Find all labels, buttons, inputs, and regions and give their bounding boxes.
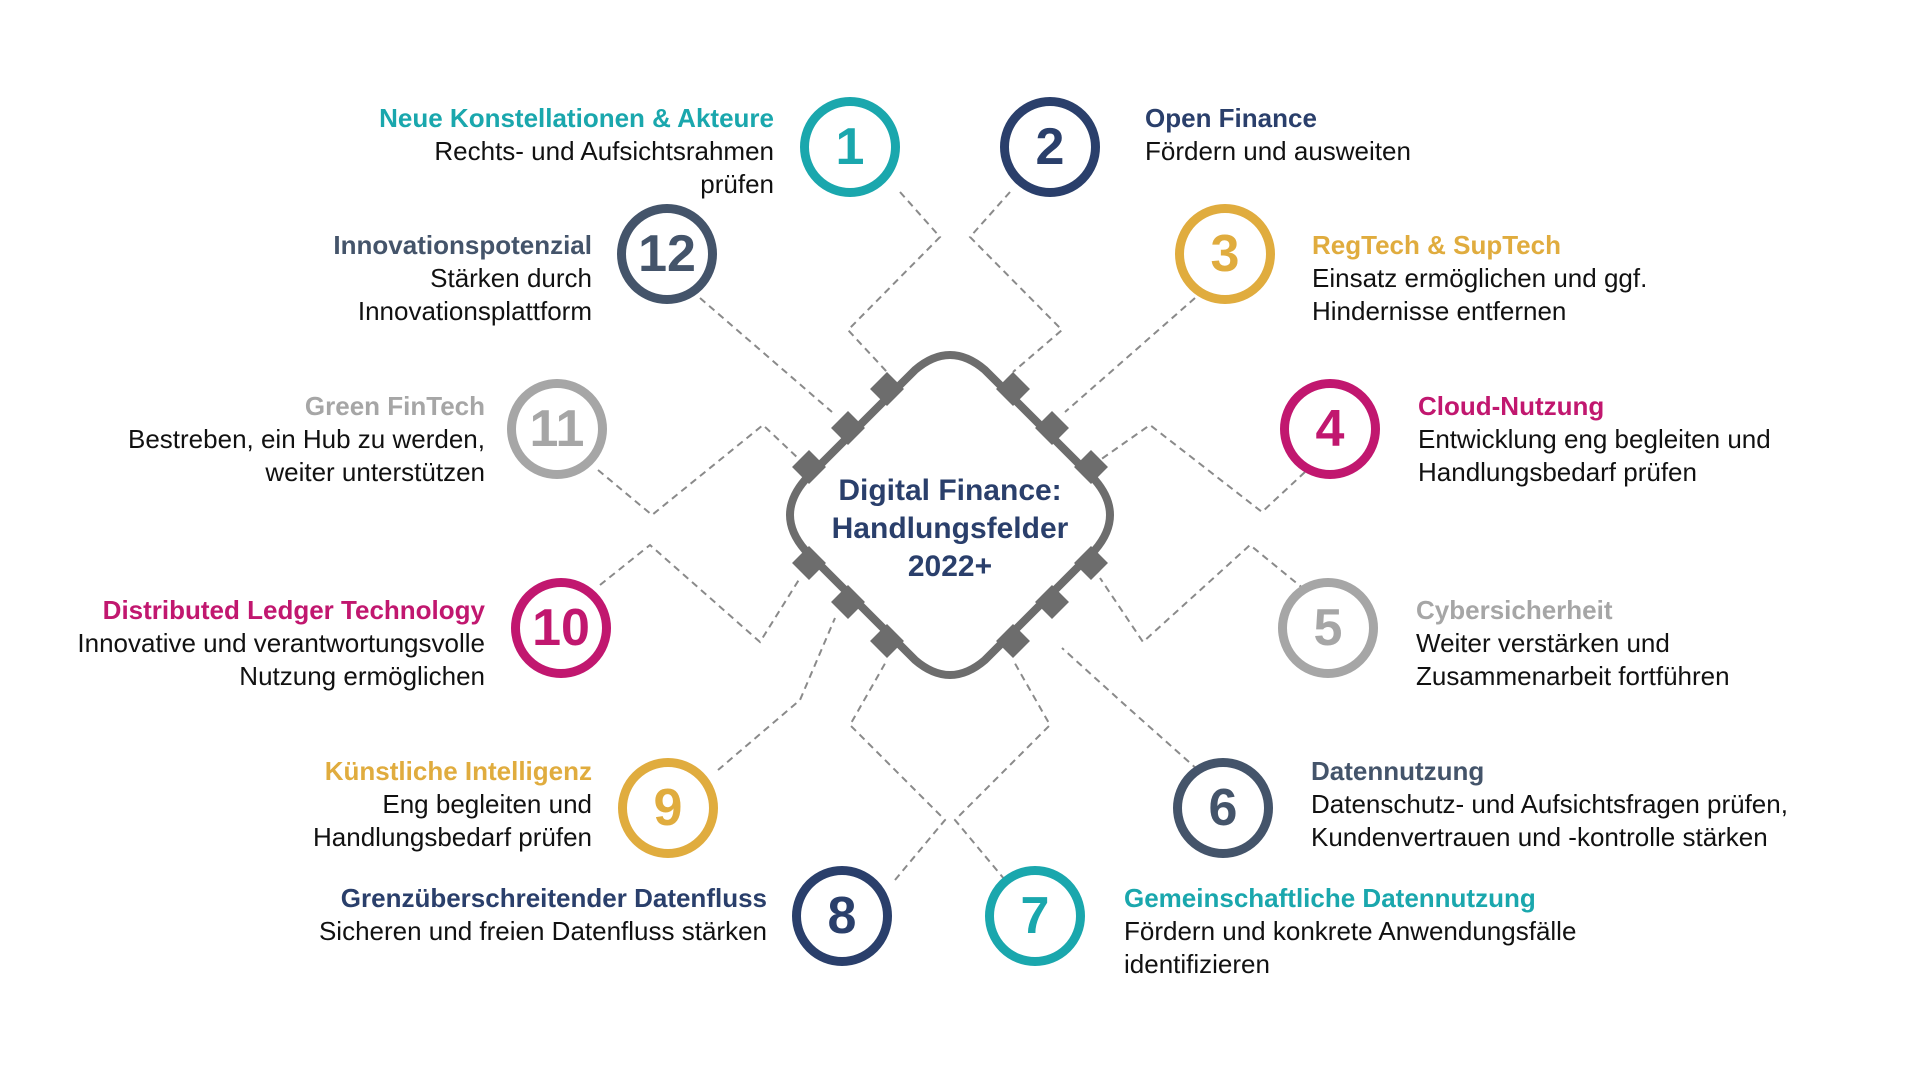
chip-pin-10 bbox=[792, 546, 826, 580]
wire-2 bbox=[968, 191, 1064, 373]
field-7-number-circle: 7 bbox=[985, 866, 1085, 966]
field-2-title: Open Finance bbox=[1145, 103, 1317, 133]
wire-3 bbox=[1064, 297, 1196, 413]
field-11-description: Bestreben, ein Hub zu werden, weiter unt… bbox=[128, 424, 485, 487]
field-4-number-circle: 4 bbox=[1280, 379, 1380, 479]
chip-pin-5 bbox=[1035, 411, 1069, 445]
chip-outline bbox=[786, 351, 1114, 679]
field-5-title: Cybersicherheit bbox=[1416, 595, 1613, 625]
wire-11 bbox=[597, 423, 801, 517]
field-10-label: Distributed Ledger Technology Innovative… bbox=[77, 594, 485, 693]
field-10-number-circle: 10 bbox=[511, 578, 611, 678]
field-3-description: Einsatz ermöglichen und ggf. Hindernisse… bbox=[1312, 263, 1648, 326]
field-4-title: Cloud-Nutzung bbox=[1418, 391, 1605, 421]
field-1-description: Rechts- und Aufsichtsrahmen prüfen bbox=[434, 136, 774, 199]
field-1-number-circle: 1 bbox=[800, 97, 900, 197]
center-title: Digital Finance: Handlungsfelder 2022+ bbox=[800, 472, 1100, 586]
field-4-label: Cloud-Nutzung Entwicklung eng begleiten … bbox=[1418, 390, 1771, 489]
wire-6 bbox=[1061, 647, 1199, 771]
field-6-title: Datennutzung bbox=[1311, 756, 1485, 786]
field-7-title: Gemeinschaftliche Datennutzung bbox=[1124, 883, 1536, 913]
field-9-description: Eng begleiten und Handlungsbedarf prüfen bbox=[313, 789, 592, 852]
chip-pin-2 bbox=[831, 411, 865, 445]
field-9-label: Künstliche Intelligenz Eng begleiten und… bbox=[313, 755, 592, 854]
wire-1 bbox=[846, 191, 942, 373]
field-12-description: Stärken durch Innovationsplattform bbox=[357, 263, 592, 326]
chip-pin-3 bbox=[792, 450, 826, 484]
chip-pin-7 bbox=[1074, 546, 1108, 580]
chip-pin-9 bbox=[996, 624, 1030, 658]
field-8-title: Grenzüberschreitender Datenfluss bbox=[340, 883, 767, 913]
field-8-number-circle: 8 bbox=[792, 866, 892, 966]
field-8-description: Sicheren und freien Datenfluss stärken bbox=[318, 916, 767, 946]
field-4-description: Entwicklung eng begleiten und Handlungsb… bbox=[1418, 424, 1771, 487]
center-title-line-3: 2022+ bbox=[907, 550, 993, 583]
field-1-label: Neue Konstellationen & Akteure Rechts- u… bbox=[379, 102, 774, 201]
field-12-title: Innovationspotenzial bbox=[333, 230, 592, 260]
chip-pin-6 bbox=[1074, 450, 1108, 484]
field-3-number-circle: 3 bbox=[1175, 204, 1275, 304]
field-7-description: Fördern und konkrete Anwendungsfälle ide… bbox=[1124, 916, 1577, 979]
field-1-title: Neue Konstellationen & Akteure bbox=[379, 103, 774, 133]
field-5-description: Weiter verstärken und Zusammenarbeit for… bbox=[1416, 628, 1730, 691]
field-8-label: Grenzüberschreitender Datenfluss Sichere… bbox=[319, 882, 767, 948]
field-10-title: Distributed Ledger Technology bbox=[102, 595, 485, 625]
field-9-number-circle: 9 bbox=[618, 758, 718, 858]
field-6-label: Datennutzung Datenschutz- und Aufsichtsf… bbox=[1311, 755, 1788, 854]
wire-10 bbox=[599, 543, 801, 644]
center-title-line-2: Handlungsfelder bbox=[831, 512, 1069, 545]
field-2-label: Open Finance Fördern und ausweiten bbox=[1145, 102, 1411, 168]
center-title-line-1: Digital Finance: bbox=[838, 474, 1062, 507]
field-12-number-circle: 12 bbox=[617, 204, 717, 304]
field-5-label: Cybersicherheit Weiter verstärken und Zu… bbox=[1416, 594, 1730, 693]
chip-pin-4 bbox=[996, 372, 1030, 406]
chip-pin-8 bbox=[1035, 585, 1069, 619]
field-11-label: Green FinTech Bestreben, ein Hub zu werd… bbox=[128, 390, 485, 489]
field-12-label: Innovationspotenzial Stärken durch Innov… bbox=[333, 229, 592, 328]
wire-12 bbox=[699, 297, 833, 413]
field-6-number-circle: 6 bbox=[1173, 758, 1273, 858]
chip-pin-12 bbox=[870, 624, 904, 658]
chip-pin-11 bbox=[831, 585, 865, 619]
field-6-description: Datenschutz- und Aufsichtsfragen prüfen,… bbox=[1311, 789, 1788, 852]
field-11-title: Green FinTech bbox=[304, 391, 485, 421]
field-7-label: Gemeinschaftliche Datennutzung Fördern u… bbox=[1124, 882, 1576, 981]
field-2-description: Fördern und ausweiten bbox=[1145, 136, 1411, 166]
field-5-number-circle: 5 bbox=[1278, 578, 1378, 678]
wire-5 bbox=[1099, 543, 1306, 644]
wire-8 bbox=[848, 659, 947, 881]
field-3-label: RegTech & SupTech Einsatz ermöglichen un… bbox=[1312, 229, 1647, 328]
field-11-number-circle: 11 bbox=[507, 379, 607, 479]
wire-7 bbox=[953, 659, 1052, 881]
wire-9 bbox=[717, 617, 836, 771]
field-3-title: RegTech & SupTech bbox=[1312, 230, 1561, 260]
field-10-description: Innovative und verantwortungsvolle Nutzu… bbox=[77, 628, 485, 691]
chip-pin-1 bbox=[870, 372, 904, 406]
field-9-title: Künstliche Intelligenz bbox=[324, 756, 592, 786]
field-2-number-circle: 2 bbox=[1000, 97, 1100, 197]
wire-4 bbox=[1099, 423, 1306, 514]
